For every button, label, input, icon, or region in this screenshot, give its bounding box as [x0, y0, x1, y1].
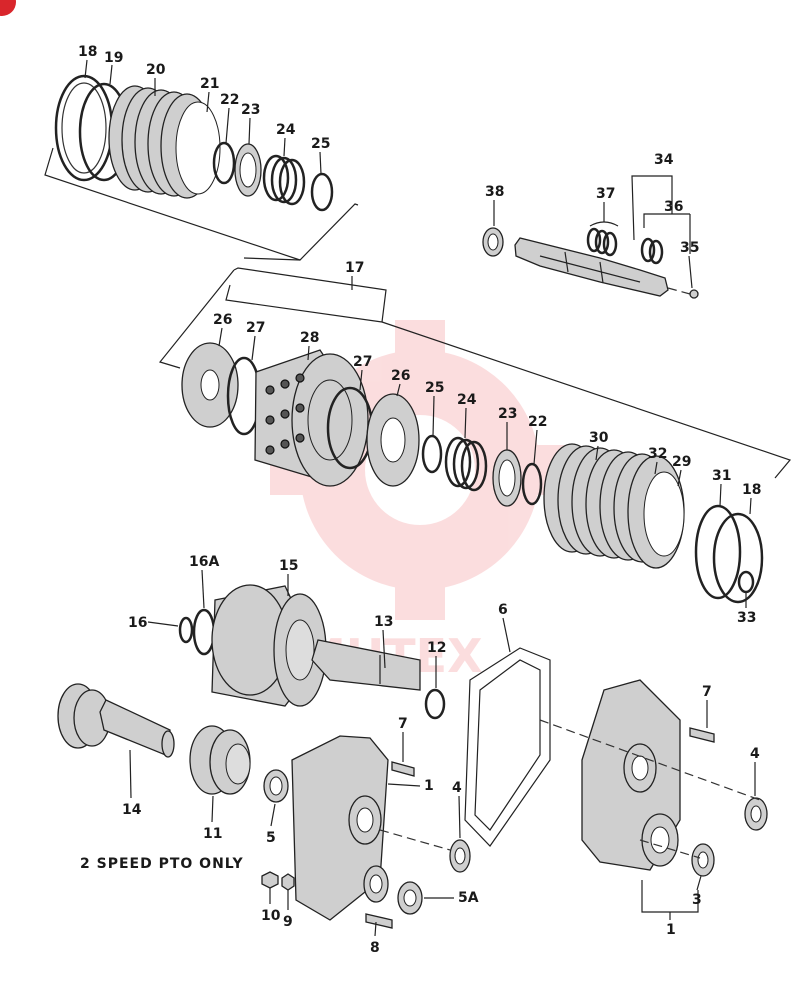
label-30: 30: [589, 430, 609, 446]
label-14: 14: [122, 802, 142, 818]
label-32: 32: [648, 446, 667, 462]
ring-22-top: [212, 141, 236, 185]
rings-36: [640, 237, 664, 265]
washer-9: [281, 873, 295, 891]
ring-18-top: [54, 74, 114, 182]
ring-31: [694, 504, 742, 600]
label-34: 34: [654, 152, 674, 168]
clutch-plates-30: [543, 443, 685, 569]
corner-badge: [0, 0, 16, 16]
gasket-6: [464, 647, 551, 847]
label-4-right: 4: [750, 746, 760, 762]
labels-shaft: 34 37 36 38 35: [485, 152, 699, 289]
lower-assembly: [57, 584, 768, 929]
label-23-top: 23: [241, 102, 260, 118]
drum-15: [211, 584, 327, 707]
ring-18-right: [712, 512, 764, 604]
label-5A: 5A: [458, 890, 479, 906]
label-24-top: 24: [276, 122, 296, 138]
label-28: 28: [300, 330, 319, 346]
washer-12: [424, 688, 446, 720]
clutch-assembly-17: [158, 267, 792, 604]
label-25-top: 25: [311, 136, 330, 152]
label-21: 21: [200, 76, 219, 92]
label-25-mid: 25: [425, 380, 444, 396]
label-13: 13: [374, 614, 393, 630]
label-36: 36: [664, 199, 683, 215]
label-31: 31: [712, 468, 731, 484]
labels-middle: 17 26 27 28 27 26 25 24 23 22 30 32 29 3…: [213, 260, 761, 626]
housing-1-right: [581, 679, 681, 871]
drum-28: [254, 349, 369, 487]
bolt-7-right: [689, 727, 715, 743]
ball-35: [689, 289, 699, 299]
bolt-7-mid: [391, 761, 415, 777]
rings-37: [586, 227, 618, 257]
label-26-left: 26: [213, 312, 232, 328]
label-22-top: 22: [220, 92, 239, 108]
spring-24-top: [262, 154, 306, 206]
label-26-mid: 26: [391, 368, 410, 384]
label-9: 9: [283, 914, 293, 930]
ring-16: [178, 616, 194, 644]
spring-24-mid: [444, 436, 488, 492]
label-15: 15: [279, 558, 298, 574]
label-29: 29: [672, 454, 691, 470]
clutch-pack-top: [44, 74, 359, 261]
label-7-right: 7: [702, 684, 712, 700]
label-27-left: 27: [246, 320, 265, 336]
ring-16A: [192, 608, 216, 656]
label-19: 19: [104, 50, 123, 66]
ring-22-mid: [521, 462, 543, 506]
label-33: 33: [737, 610, 756, 626]
label-27-mid: 27: [353, 354, 372, 370]
labels-top: 18 19 20 21 22 23 24 25: [78, 44, 330, 175]
label-5: 5: [266, 830, 276, 846]
housing-1-mid: [291, 735, 389, 921]
label-20: 20: [146, 62, 166, 78]
shaft: [514, 237, 669, 297]
label-16: 16: [128, 615, 147, 631]
label-8: 8: [370, 940, 380, 956]
label-17: 17: [345, 260, 364, 276]
label-35: 35: [680, 240, 699, 256]
label-1-right: 1: [666, 922, 676, 938]
snap-ring-33: [737, 570, 755, 594]
label-11: 11: [203, 826, 222, 842]
label-1-mid: 1: [424, 778, 434, 794]
ring-25-mid: [421, 434, 443, 474]
pto-shaft-group: [482, 175, 699, 299]
label-12: 12: [427, 640, 446, 656]
nut-10: [261, 871, 279, 889]
label-16A: 16A: [189, 554, 219, 570]
label-4-mid: 4: [452, 780, 462, 796]
label-7-mid: 7: [398, 716, 408, 732]
label-10: 10: [261, 908, 281, 924]
ring-25-top: [310, 172, 334, 212]
clutch-plates-20: [108, 85, 221, 199]
label-6: 6: [498, 602, 508, 618]
label-18-top: 18: [78, 44, 97, 60]
label-23-mid: 23: [498, 406, 517, 422]
label-38: 38: [485, 184, 504, 200]
gear-shaft-14: [57, 683, 175, 758]
label-18-right: 18: [742, 482, 761, 498]
label-24-mid: 24: [457, 392, 477, 408]
label-22-mid: 22: [528, 414, 547, 430]
shaft-13: [311, 639, 421, 691]
caption-2-speed-pto-only: 2 SPEED PTO ONLY: [80, 856, 244, 872]
gear-11: [189, 725, 251, 795]
label-37: 37: [596, 186, 615, 202]
labels-lower: 16A 15 16 13 6 12 7 1 4 14 11 5 5A 10 9 …: [122, 554, 760, 956]
bolt-8: [365, 913, 393, 929]
label-3: 3: [692, 892, 702, 908]
